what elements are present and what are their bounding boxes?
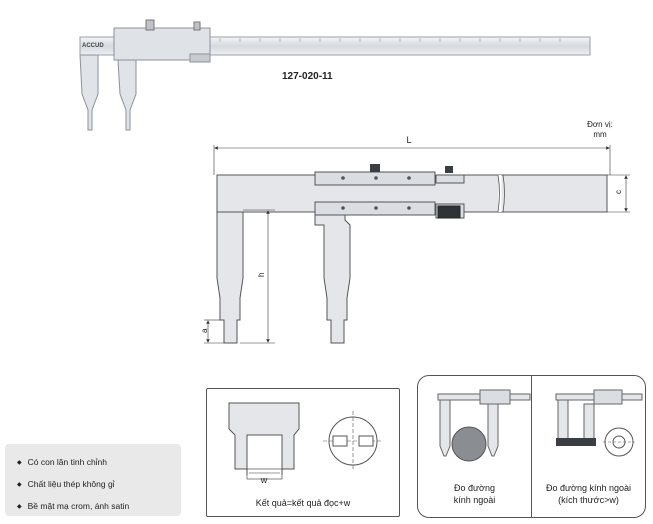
right-caption-line2: (kích thước>w) [558, 495, 619, 505]
outer-diameter-right-caption: Đo đường kính ngoài (kích thước>w) [532, 482, 645, 506]
dim-h-label: h [257, 273, 266, 277]
outer-diameter-box: Đo đường kính ngoài Đo đường kính ngoài … [417, 375, 646, 518]
model-number: 127-020-11 [282, 71, 333, 82]
brand-label: ACCUD [82, 43, 104, 49]
features-list: Có con lăn tinh chỉnh Chất liệu thép khô… [17, 452, 181, 518]
divider [531, 376, 532, 517]
unit-label-line1: Đơn vị: [587, 120, 613, 129]
unit-label: Đơn vị: mm [578, 120, 622, 140]
left-caption-line1: Đo đường [454, 483, 495, 493]
jaw-width-caption: Kết quả=kết quả đọc+w [255, 498, 351, 508]
feature-item: Chất liệu thép không gỉ [17, 474, 181, 496]
caliper-photo: ACCUD [79, 19, 591, 131]
dim-a-label: a [200, 328, 209, 333]
feature-item: Có con lăn tinh chỉnh [17, 452, 181, 474]
dim-c-label: c [614, 190, 623, 194]
outer-diameter-diagram [437, 389, 643, 462]
right-caption-line1: Đo đường kính ngoài [546, 483, 631, 493]
unit-label-line2: mm [593, 130, 607, 139]
w-label: w [260, 475, 268, 485]
jaw-width-box: w Kết quả=kết quả đọc+w [206, 388, 400, 517]
left-caption-line2: kính ngoài [453, 495, 496, 505]
jaw-width-diagram: w [228, 402, 383, 485]
feature-item: Bề mặt mạ crom, ánh satin [17, 496, 181, 518]
outer-diameter-left-caption: Đo đường kính ngoài [418, 482, 531, 506]
dimension-drawing: L c h a [200, 135, 630, 344]
dim-L-label: L [406, 135, 411, 145]
features-panel: Có con lăn tinh chỉnh Chất liệu thép khô… [5, 444, 181, 516]
